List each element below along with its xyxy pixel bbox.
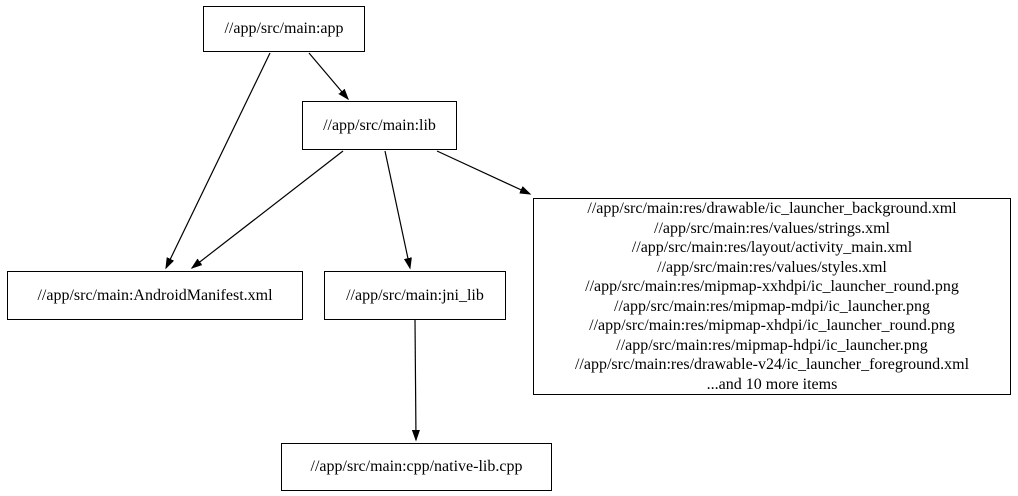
edge-jni-lib-to-native-lib — [415, 319, 416, 440]
res-item: //app/src/main:res/layout/activity_main.… — [631, 239, 913, 256]
node-app: //app/src/main:app — [203, 6, 365, 52]
node-android-manifest: //app/src/main:AndroidManifest.xml — [7, 271, 303, 320]
res-item: //app/src/main:res/mipmap-mdpi/ic_launch… — [614, 297, 930, 315]
res-item: //app/src/main:res/drawable/ic_launcher_… — [587, 200, 957, 217]
node-android-manifest-label: //app/src/main:AndroidManifest.xml — [37, 286, 273, 304]
node-res-group: //app/src/main:res/drawable/ic_launcher_… — [533, 198, 1011, 395]
node-native-lib-cpp: //app/src/main:cpp/native-lib.cpp — [281, 443, 552, 491]
res-item: //app/src/main:res/mipmap-hdpi/ic_launch… — [616, 336, 928, 354]
node-app-label: //app/src/main:app — [224, 20, 344, 37]
edge-app-to-manifest — [166, 52, 271, 268]
edge-lib-to-res-group — [436, 150, 530, 194]
res-item: //app/src/main:res/mipmap-xhdpi/ic_launc… — [589, 317, 955, 334]
res-item: //app/src/main:res/drawable-v24/ic_launc… — [574, 356, 970, 373]
res-item: //app/src/main:res/values/strings.xml — [654, 219, 890, 237]
res-item: //app/src/main:res/mipmap-xxhdpi/ic_laun… — [585, 278, 959, 295]
edge-lib-to-manifest — [192, 150, 344, 268]
edge-lib-to-jni-lib — [384, 150, 410, 268]
node-lib-label: //app/src/main:lib — [323, 116, 436, 134]
node-jni-lib: //app/src/main:jni_lib — [324, 271, 506, 320]
edge-app-to-lib — [308, 52, 348, 99]
res-more-items: ...and 10 more items — [706, 375, 838, 393]
node-lib: //app/src/main:lib — [302, 101, 457, 150]
res-item: //app/src/main:res/values/styles.xml — [657, 258, 887, 276]
node-native-lib-cpp-label: //app/src/main:cpp/native-lib.cpp — [310, 458, 523, 475]
node-jni-lib-label: //app/src/main:jni_lib — [346, 286, 484, 304]
